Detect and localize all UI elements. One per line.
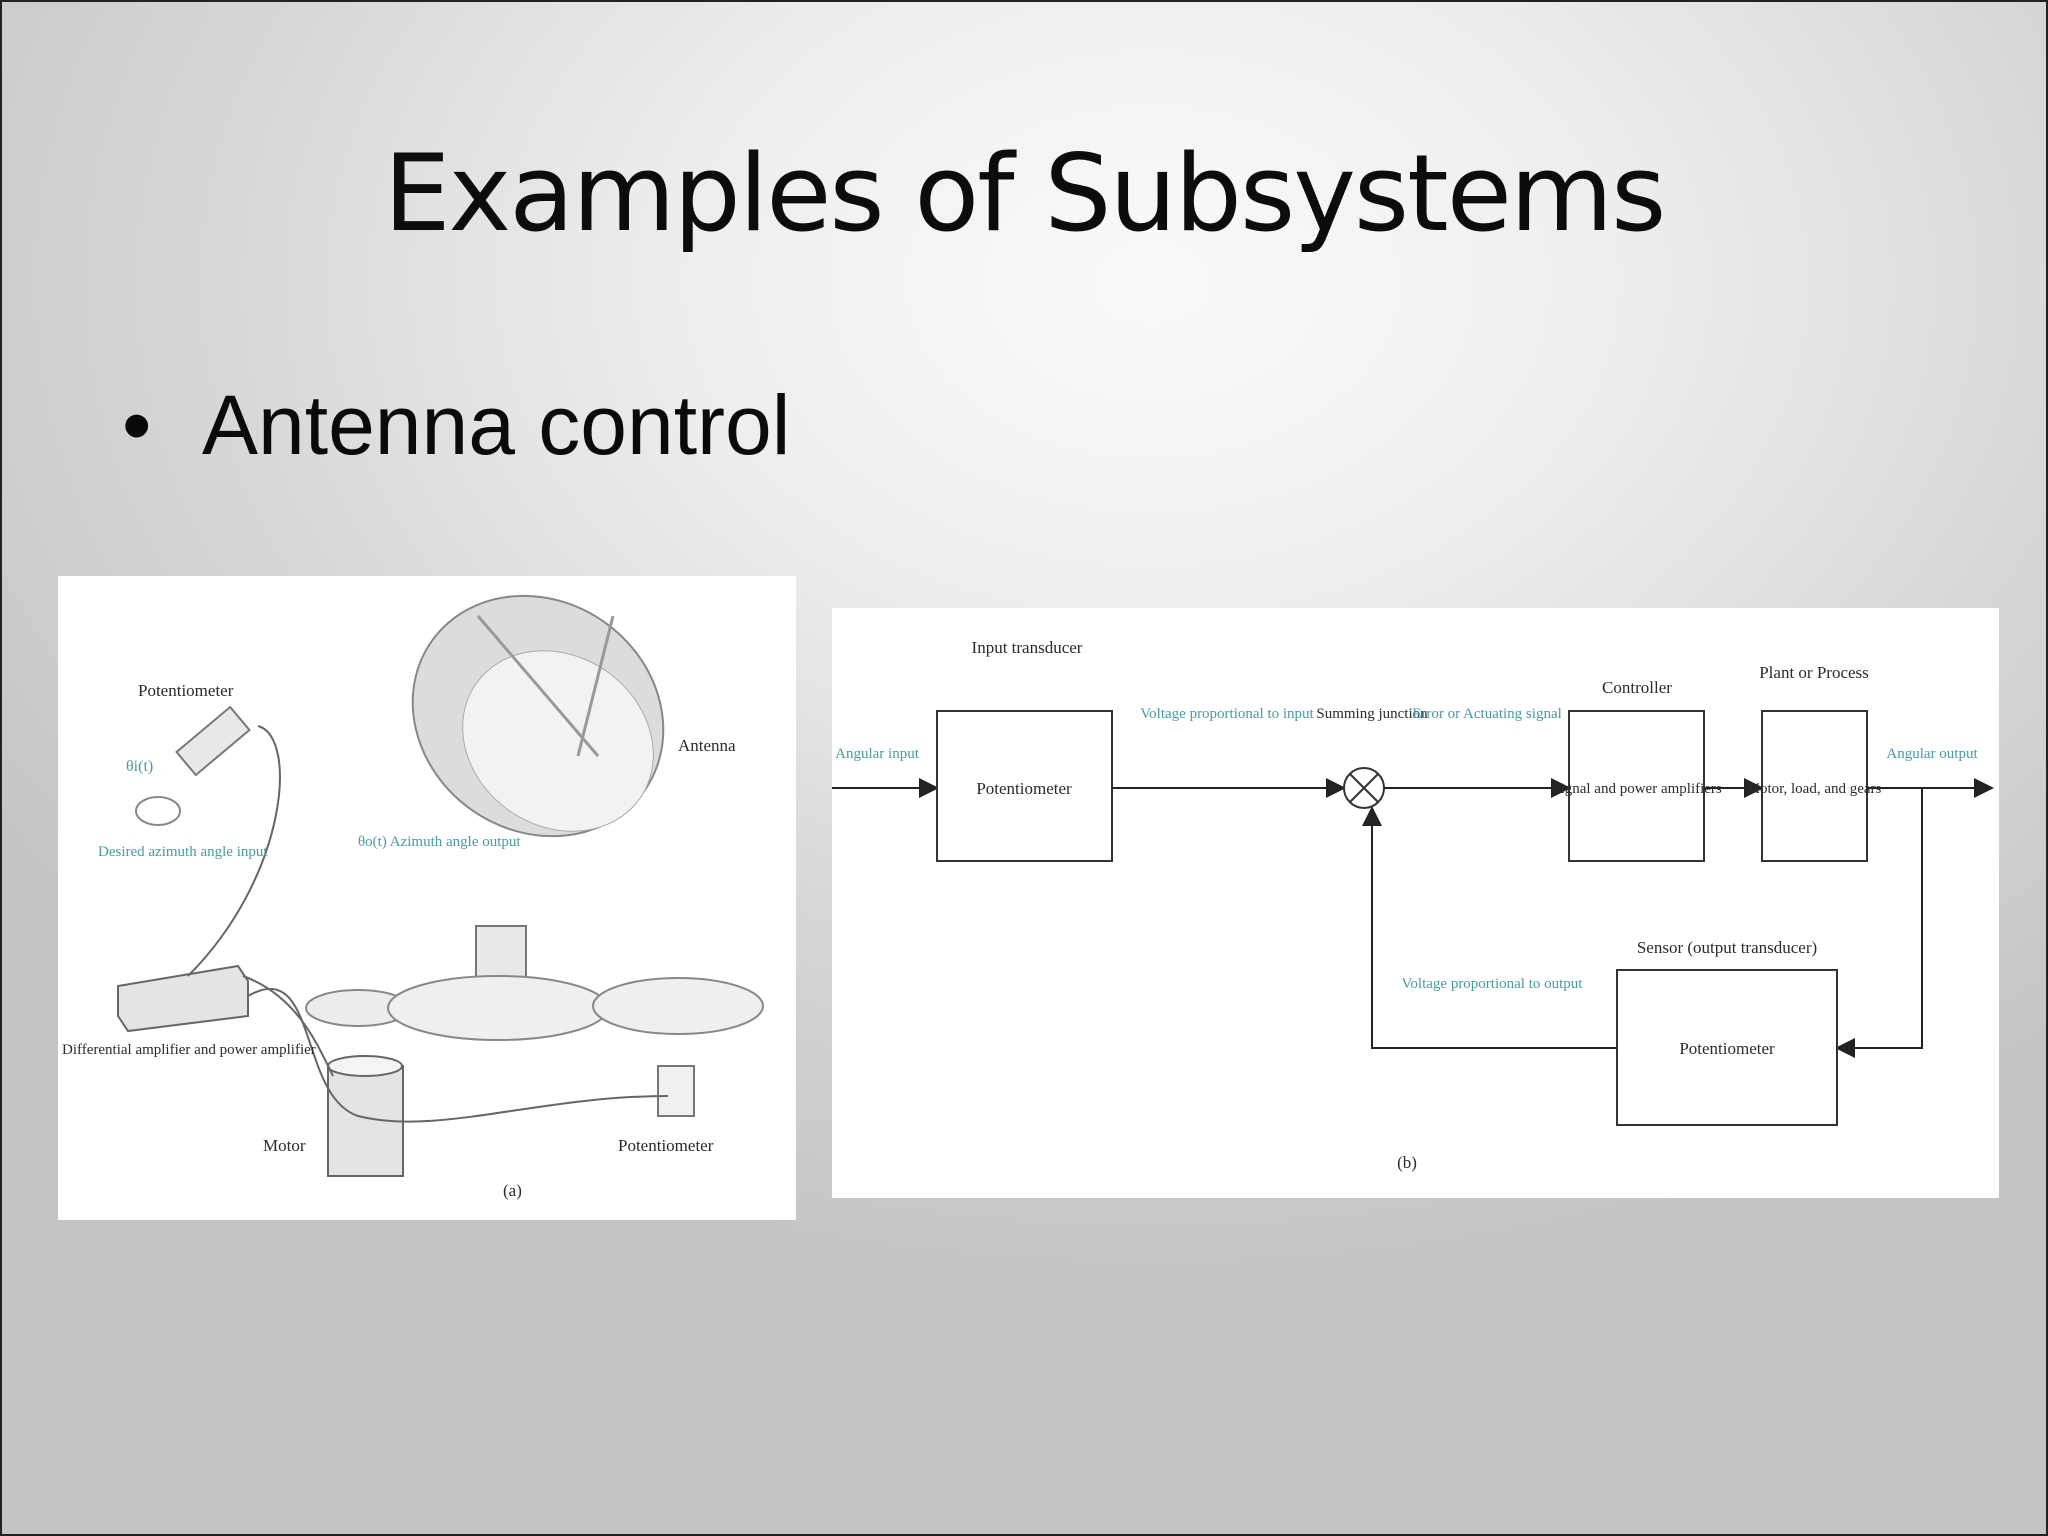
label-angular-input: Angular input [835, 746, 920, 762]
label-azimuth-output: θo(t) Azimuth angle output [358, 834, 521, 850]
feed-strut [576, 615, 615, 757]
feedback-return [1362, 806, 1617, 1049]
slide-title: Examples of Subsystems [383, 132, 1667, 255]
wire [247, 987, 669, 1123]
label-summing-junction: Summing junction [1316, 706, 1428, 722]
feed-strut [476, 615, 600, 757]
label-voltage-output: Voltage proportional to output [1402, 976, 1584, 992]
block-diagram-svg: Input transducer Angular input Potentiom… [832, 638, 1994, 1172]
wire [242, 975, 334, 1077]
box-plant [1761, 710, 1868, 862]
label-diff-amp: Differential amplifier and power amplifi… [62, 1042, 316, 1058]
block-diagram: Input transducer Angular input Potentiom… [832, 608, 1999, 1198]
label-input-transducer: Input transducer [972, 638, 1083, 657]
label-motor: Motor [263, 1136, 306, 1155]
knob [135, 796, 181, 826]
gear-right [592, 977, 764, 1035]
caption-a: (a) [503, 1181, 522, 1200]
label-plant-box: Motor, load, and gears [1747, 781, 1882, 797]
pot-bottom [657, 1065, 695, 1117]
antenna-illustration-svg: Potentiometer θi(t) Desired azimuth angl… [62, 594, 764, 1200]
label-voltage-input: Voltage proportional to input [1140, 706, 1314, 722]
label-sensor: Sensor (output transducer) [1637, 938, 1817, 957]
pot-top [175, 705, 251, 777]
caption-b: (b) [1397, 1153, 1417, 1172]
bullet-marker: • [122, 378, 152, 472]
label-desired-input: Desired azimuth angle input [98, 844, 268, 860]
gear-large [387, 975, 609, 1041]
label-error: Error or Actuating signal [1412, 706, 1562, 722]
motor-top [327, 1055, 403, 1077]
label-controller: Controller [1602, 678, 1672, 697]
label-rotation: θi(t) [126, 758, 153, 775]
label-angular-output: Angular output [1886, 746, 1978, 762]
label-potentiometer-top: Potentiometer [138, 681, 234, 700]
label-potentiometer-1: Potentiometer [976, 779, 1072, 798]
label-potentiometer-bottom: Potentiometer [618, 1136, 714, 1155]
box-potentiometer-2 [1616, 969, 1838, 1126]
label-potentiometer-2: Potentiometer [1679, 1039, 1775, 1058]
summing-cross [1349, 773, 1379, 803]
bullet-text: Antenna control [202, 378, 791, 472]
dish-inner [462, 650, 654, 832]
label-controller-box: Signal and power amplifiers [1552, 781, 1722, 797]
label-antenna: Antenna [678, 736, 736, 755]
bullet-item: • Antenna control [122, 377, 790, 474]
amplifier-box [117, 964, 249, 1033]
label-plant: Plant or Process [1759, 663, 1869, 682]
box-potentiometer-1 [936, 710, 1113, 862]
antenna-illustration: Potentiometer θi(t) Desired azimuth angl… [58, 576, 796, 1220]
feedback-down [1835, 788, 1923, 1058]
box-controller [1568, 710, 1705, 862]
wire [187, 725, 281, 977]
